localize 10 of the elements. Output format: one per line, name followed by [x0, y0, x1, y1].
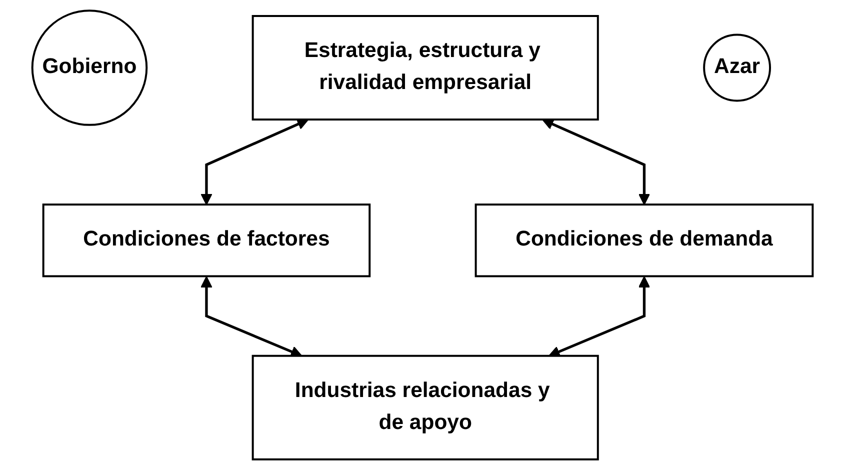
arrow [548, 276, 650, 358]
node-box: Condiciones de factores [42, 204, 371, 278]
arrow [542, 118, 650, 206]
arrow [200, 118, 309, 206]
arrow [200, 276, 302, 358]
node-circle: Azar [703, 34, 772, 102]
node-box: Estrategia, estructura y rivalidad empresarial [252, 15, 599, 121]
node-circle: Gobierno [31, 10, 148, 126]
node-box: Industrias relacionadas y de apoyo [252, 354, 599, 460]
node-box: Condiciones de demanda [474, 204, 814, 278]
